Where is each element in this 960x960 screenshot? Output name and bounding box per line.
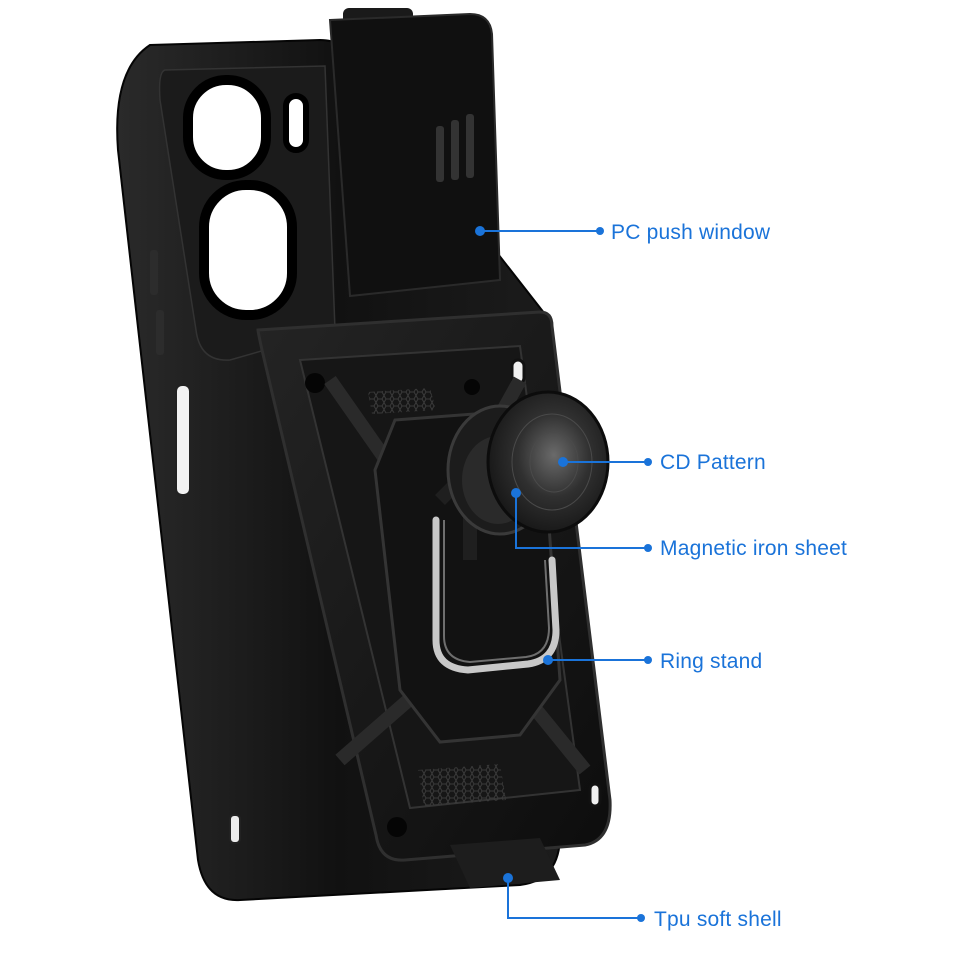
callout-label-tpu-soft-shell: Tpu soft shell xyxy=(654,908,782,931)
side-button xyxy=(156,310,164,355)
side-button xyxy=(150,250,158,295)
leader-anchor-dot-pc-push-window xyxy=(475,226,485,236)
camera-cutouts xyxy=(183,75,309,320)
callout-leaders xyxy=(475,226,652,922)
leader-end-dot-pc-push-window xyxy=(596,227,604,235)
screw-hole xyxy=(305,373,325,393)
leader-anchor-dot-magnetic-iron-sheet xyxy=(511,488,521,498)
leader-end-dot-cd-pattern xyxy=(644,458,652,466)
leader-anchor-dot-cd-pattern xyxy=(558,457,568,467)
callout-label-pc-push-window: PC push window xyxy=(611,221,771,244)
screw-hole xyxy=(464,379,480,395)
leader-end-dot-tpu-soft-shell xyxy=(637,914,645,922)
leader-anchor-dot-ring-stand xyxy=(543,655,553,665)
side-slot xyxy=(175,384,191,496)
leader-end-dot-ring-stand xyxy=(644,656,652,664)
callout-label-ring-stand: Ring stand xyxy=(660,650,763,673)
leader-anchor-dot-tpu-soft-shell xyxy=(503,873,513,883)
leader-line-magnetic-iron-sheet xyxy=(515,493,648,549)
callout-label-magnetic-iron-sheet: Magnetic iron sheet xyxy=(660,537,848,560)
side-slot xyxy=(229,814,241,844)
leader-line-tpu-soft-shell xyxy=(507,878,641,919)
leader-end-dot-magnetic-iron-sheet xyxy=(644,544,652,552)
push-window-slider xyxy=(328,8,502,298)
screw-hole xyxy=(387,817,407,837)
callout-label-cd-pattern: CD Pattern xyxy=(660,451,766,474)
